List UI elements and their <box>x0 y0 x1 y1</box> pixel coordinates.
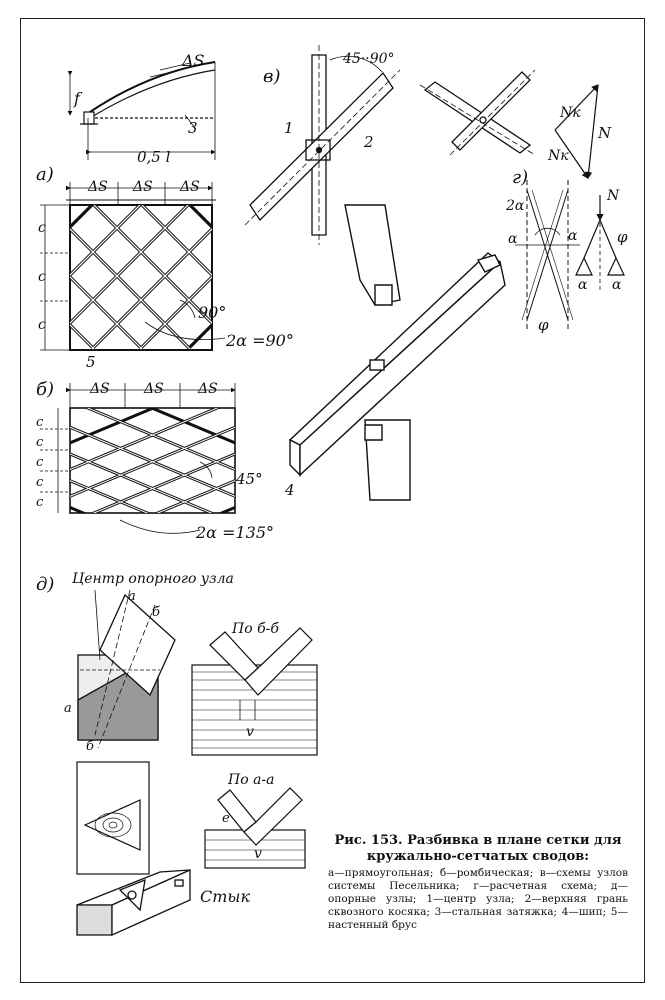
label-half-l: 0,5 l <box>137 148 171 166</box>
label-c-a2: c <box>38 269 46 285</box>
label-b-top: б <box>152 605 160 620</box>
label-n-node: N <box>606 188 620 204</box>
grid-rhombic <box>40 383 236 534</box>
force-diagram <box>554 84 625 290</box>
label-angle-90: 90° <box>198 303 226 322</box>
label-delta-s-b3: ΔS <box>197 381 218 397</box>
label-alpha-right: α <box>568 228 578 244</box>
label-part-v: в) <box>263 66 281 87</box>
calc-scheme <box>515 180 580 330</box>
label-v-aa: v <box>254 846 262 862</box>
label-section-bb: По б-б <box>231 621 279 637</box>
label-alpha-node-1: α <box>578 277 588 293</box>
caption-title: Рис. 153. Разбивка в плане сетки для <box>334 833 622 848</box>
label-2: 2 <box>363 133 374 151</box>
caption-subtitle: кружально-сетчатых сводов: <box>366 849 590 864</box>
label-c-b1: c <box>36 415 44 430</box>
label-c-b5: c <box>36 495 44 510</box>
label-b-bottom: б <box>86 739 94 754</box>
label-alpha-left: α <box>508 231 518 247</box>
label-delta-s-a2: ΔS <box>132 179 153 195</box>
label-c-b3: c <box>36 455 44 470</box>
grid-rectangular <box>40 182 226 351</box>
label-f: f <box>73 89 83 108</box>
arch-elevation <box>67 61 216 160</box>
label-part-b: б) <box>36 379 54 400</box>
label-phi-calc: φ <box>538 316 549 334</box>
label-c-a3: c <box>38 317 46 333</box>
label-c-a1: c <box>38 220 46 236</box>
label-part-a: а) <box>36 164 54 185</box>
label-c-b2: c <box>36 435 44 450</box>
label-4: 4 <box>284 481 295 499</box>
label-e: e <box>222 811 230 826</box>
label-angle-45: 45° <box>235 470 263 488</box>
label-joint: Стык <box>200 887 250 906</box>
label-center-node: Центр опорного узла <box>72 571 234 587</box>
label-delta-s-a1: ΔS <box>87 179 108 195</box>
figure-frame <box>20 18 645 983</box>
label-c-b4: c <box>36 475 44 490</box>
beam-pieces <box>288 204 506 501</box>
node-scheme-2 <box>419 69 536 156</box>
label-2alpha: 2α <box>505 198 525 214</box>
label-a-top: а <box>128 589 136 604</box>
section-aa <box>204 787 306 869</box>
label-phi-node: φ <box>617 228 628 246</box>
label-delta-s-arch: ΔS <box>181 51 205 70</box>
label-3: 3 <box>188 119 198 137</box>
label-alpha-node-2: α <box>612 277 622 293</box>
label-section-aa: По а-а <box>227 772 275 788</box>
label-2alpha-135: 2α =135° <box>195 523 274 542</box>
label-nk-top: Nк <box>559 105 581 121</box>
section-bb <box>191 627 318 756</box>
label-delta-s-b2: ΔS <box>143 381 164 397</box>
label-1: 1 <box>284 119 294 137</box>
support-node-plan <box>77 589 176 749</box>
label-angle-45-90: 45··90° <box>342 51 395 67</box>
label-v-bb: v <box>246 724 254 740</box>
label-delta-s-b1: ΔS <box>89 381 110 397</box>
joint-plan <box>76 761 150 875</box>
joint-3d <box>76 868 191 937</box>
label-2alpha-90: 2α =90° <box>225 331 294 350</box>
label-5: 5 <box>86 353 96 371</box>
label-part-d: д) <box>36 574 54 595</box>
node-scheme-1 <box>244 45 401 245</box>
figure-caption: Рис. 153. Разбивка в плане сетки для кру… <box>328 833 628 932</box>
label-nk-bottom: Nк <box>547 148 569 164</box>
label-part-g: г) <box>512 167 528 188</box>
caption-body: а—прямоугольная; б—ромбическая; в—схемы … <box>328 867 628 931</box>
label-a-side: а <box>64 701 72 716</box>
label-n-force: N <box>597 124 612 142</box>
label-delta-s-a3: ΔS <box>179 179 200 195</box>
